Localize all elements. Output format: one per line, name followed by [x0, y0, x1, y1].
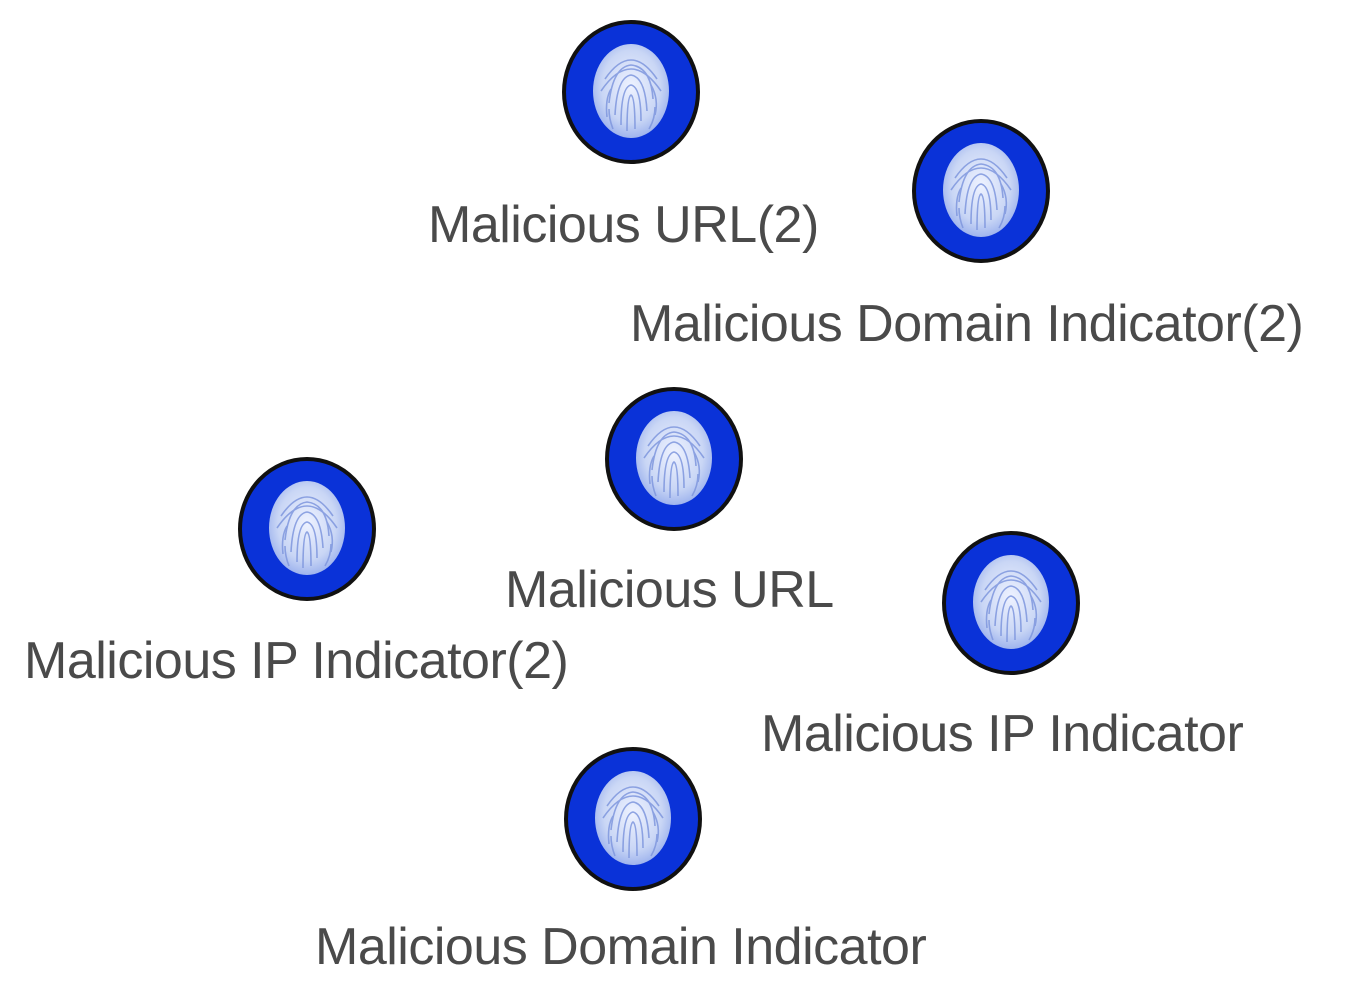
node-malicious-url[interactable] — [604, 386, 744, 532]
node-label: Malicious Domain Indicator(2) — [630, 295, 1304, 353]
node-label: Malicious Domain Indicator — [315, 918, 927, 976]
node-malicious-url-2[interactable] — [561, 19, 701, 165]
node-label: Malicious URL — [505, 561, 834, 619]
node-malicious-ip-indicator-2[interactable] — [237, 456, 377, 602]
fingerprint-icon — [605, 387, 743, 531]
node-malicious-domain-indicator-2[interactable] — [911, 118, 1051, 264]
node-label: Malicious IP Indicator(2) — [24, 632, 569, 690]
fingerprint-icon — [564, 747, 702, 891]
node-label: Malicious URL(2) — [428, 196, 819, 254]
node-malicious-ip-indicator[interactable] — [941, 530, 1081, 676]
fingerprint-icon — [562, 20, 700, 164]
fingerprint-icon — [942, 531, 1080, 675]
node-malicious-domain-indicator[interactable] — [563, 746, 703, 892]
node-label: Malicious IP Indicator — [761, 705, 1244, 763]
fingerprint-icon — [238, 457, 376, 601]
fingerprint-icon — [912, 119, 1050, 263]
